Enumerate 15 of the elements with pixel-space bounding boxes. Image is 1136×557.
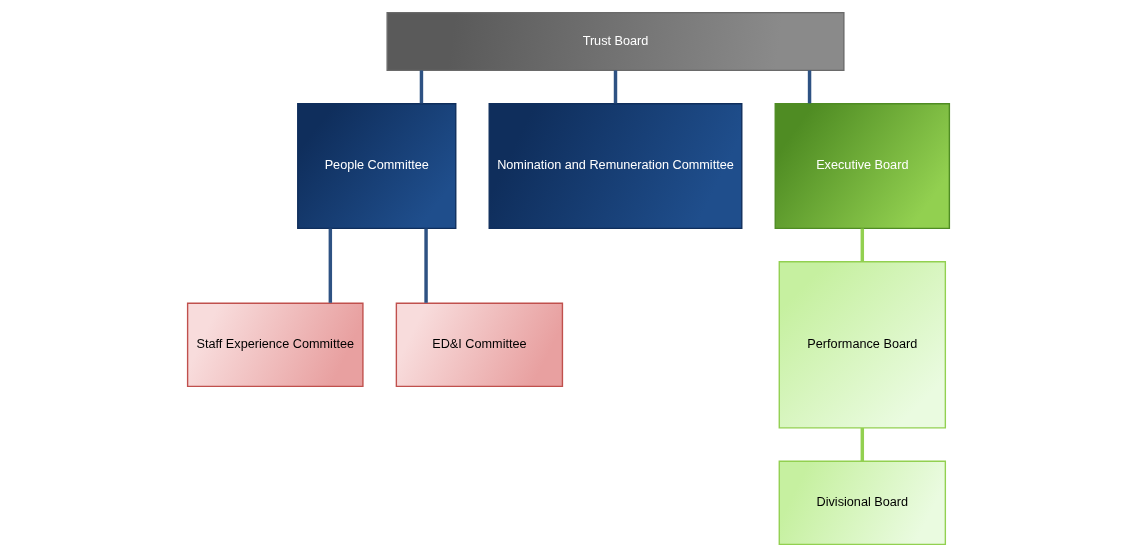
node-box: Divisional Board [778,460,946,546]
node-box: ED&I Committee [395,302,563,388]
node-box: Trust Board [385,11,845,71]
connector [860,228,864,262]
connector [423,228,428,303]
node-box: People Committee [296,103,456,229]
node-box: Performance Board [778,261,946,429]
node-box: Executive Board [774,103,950,229]
connector [807,70,811,104]
node-box: Nomination and Remuneration Committee [488,103,742,229]
connector [419,70,423,104]
node-box: Staff Experience Committee [186,302,364,388]
connector [860,428,864,461]
connector [328,228,332,303]
connector [613,70,617,104]
